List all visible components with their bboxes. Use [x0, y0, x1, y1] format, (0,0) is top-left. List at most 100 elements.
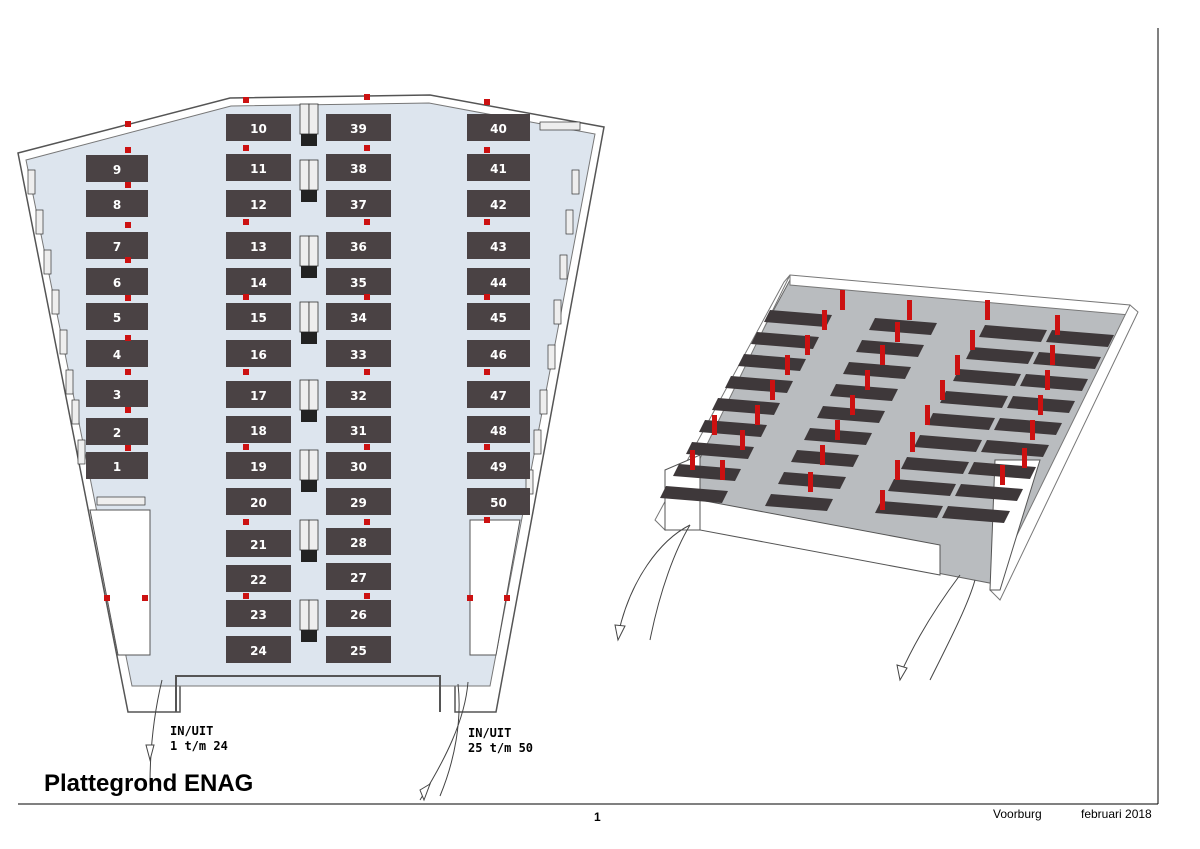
pillar: [484, 147, 490, 153]
parking-slot: 43: [467, 232, 530, 259]
parking-slot: 23: [226, 600, 291, 627]
slot-number: 11: [250, 162, 267, 176]
slot-number: 28: [350, 536, 367, 550]
pillar: [364, 369, 370, 375]
perspective-pillar: [808, 472, 813, 492]
perspective-pillar: [785, 355, 790, 375]
slot-box: [86, 380, 148, 407]
slot-box: [326, 190, 391, 217]
rack-unit: [299, 103, 310, 135]
pillar: [125, 257, 131, 263]
parking-slot: 22: [226, 565, 291, 592]
rack-dark: [301, 550, 317, 562]
wall-rack: [71, 399, 80, 425]
slot-number: 27: [350, 571, 367, 585]
rack-dark: [301, 134, 317, 146]
parking-slot: 42: [467, 190, 530, 217]
entrance-right-line1: IN/UIT: [468, 726, 511, 740]
slot-box: [467, 381, 530, 408]
slot-number: 7: [113, 240, 121, 254]
perspective-pillar: [720, 460, 725, 480]
pillar: [364, 519, 370, 525]
wall-rack: [553, 299, 562, 325]
pillar: [484, 369, 490, 375]
parking-slots: 9876543211011121314151617181920212223243…: [86, 114, 530, 663]
parking-slot: 27: [326, 563, 391, 590]
rack-dark: [301, 480, 317, 492]
perspective-right-wall: [989, 304, 1139, 601]
parking-slot: 18: [226, 416, 291, 443]
entrance-left-line2: 1 t/m 24: [170, 739, 228, 753]
storage-racks: [299, 103, 319, 642]
slot-box: [226, 488, 291, 515]
pillar: [504, 595, 510, 601]
arrow-in-left: [149, 679, 163, 786]
perspective-slot: [914, 435, 982, 452]
slot-box: [86, 155, 148, 182]
arrow-out-right: [439, 683, 460, 797]
slot-number: 8: [113, 198, 121, 212]
rack-dark: [301, 332, 317, 344]
perspective-slot: [942, 506, 1010, 523]
slot-box: [326, 154, 391, 181]
pillars: [104, 94, 510, 601]
perspective-arrow-right-1: [899, 574, 961, 676]
slot-box: [226, 636, 291, 663]
parking-slot: 48: [467, 416, 530, 443]
slot-number: 1: [113, 460, 121, 474]
slot-box: [226, 232, 291, 259]
perspective-arrow-left-2: [649, 524, 691, 641]
parking-slot: 15: [226, 303, 291, 330]
wall-rack: [533, 429, 542, 455]
parking-slot: 39: [326, 114, 391, 141]
wall-rack: [27, 169, 36, 195]
pillar: [125, 147, 131, 153]
perspective-slot: [856, 340, 924, 357]
pillar: [364, 593, 370, 599]
wall-rack: [59, 329, 68, 355]
slot-number: 37: [350, 198, 367, 212]
slot-number: 18: [250, 424, 267, 438]
perspective-slot: [660, 486, 728, 503]
slot-number: 4: [113, 348, 121, 362]
slot-number: 39: [350, 122, 367, 136]
slot-box: [326, 563, 391, 590]
perspective-slot: [888, 479, 956, 496]
pillar: [125, 369, 131, 375]
side-room-left: [89, 509, 151, 656]
slot-box: [226, 114, 291, 141]
perspective-arrow-head-2: [896, 664, 908, 682]
slot-box: [86, 268, 148, 295]
rack-unit: [299, 301, 310, 333]
perspective-arrow-right-2: [929, 579, 976, 681]
perspective-slot: [927, 413, 995, 430]
arrow-head-left: [145, 744, 155, 762]
perspective-slot: [1046, 330, 1114, 347]
wall-racks: [27, 121, 581, 506]
perspective-slot: [981, 440, 1049, 457]
perspective-pillar: [910, 432, 915, 452]
slot-box: [226, 452, 291, 479]
parking-slot: 32: [326, 381, 391, 408]
pillar: [243, 444, 249, 450]
slot-box: [86, 303, 148, 330]
parking-slot: 20: [226, 488, 291, 515]
parking-slot: 44: [467, 268, 530, 295]
parking-slot: 2: [86, 418, 148, 445]
rack-unit: [308, 103, 319, 135]
wall-rack: [65, 369, 74, 395]
slot-box: [226, 303, 291, 330]
slot-box: [467, 232, 530, 259]
slot-number: 17: [250, 389, 267, 403]
plan-2d: 9876543211011121314151617181920212223243…: [17, 94, 605, 802]
parking-slot: 34: [326, 303, 391, 330]
perspective-arrow-left-1: [617, 524, 691, 636]
slot-box: [226, 600, 291, 627]
slot-box: [326, 600, 391, 627]
pillar: [125, 121, 131, 127]
pillar: [142, 595, 148, 601]
slot-number: 15: [250, 311, 267, 325]
rack-unit: [308, 449, 319, 481]
perspective-slot: [994, 418, 1062, 435]
perspective-pillar: [1038, 395, 1043, 415]
